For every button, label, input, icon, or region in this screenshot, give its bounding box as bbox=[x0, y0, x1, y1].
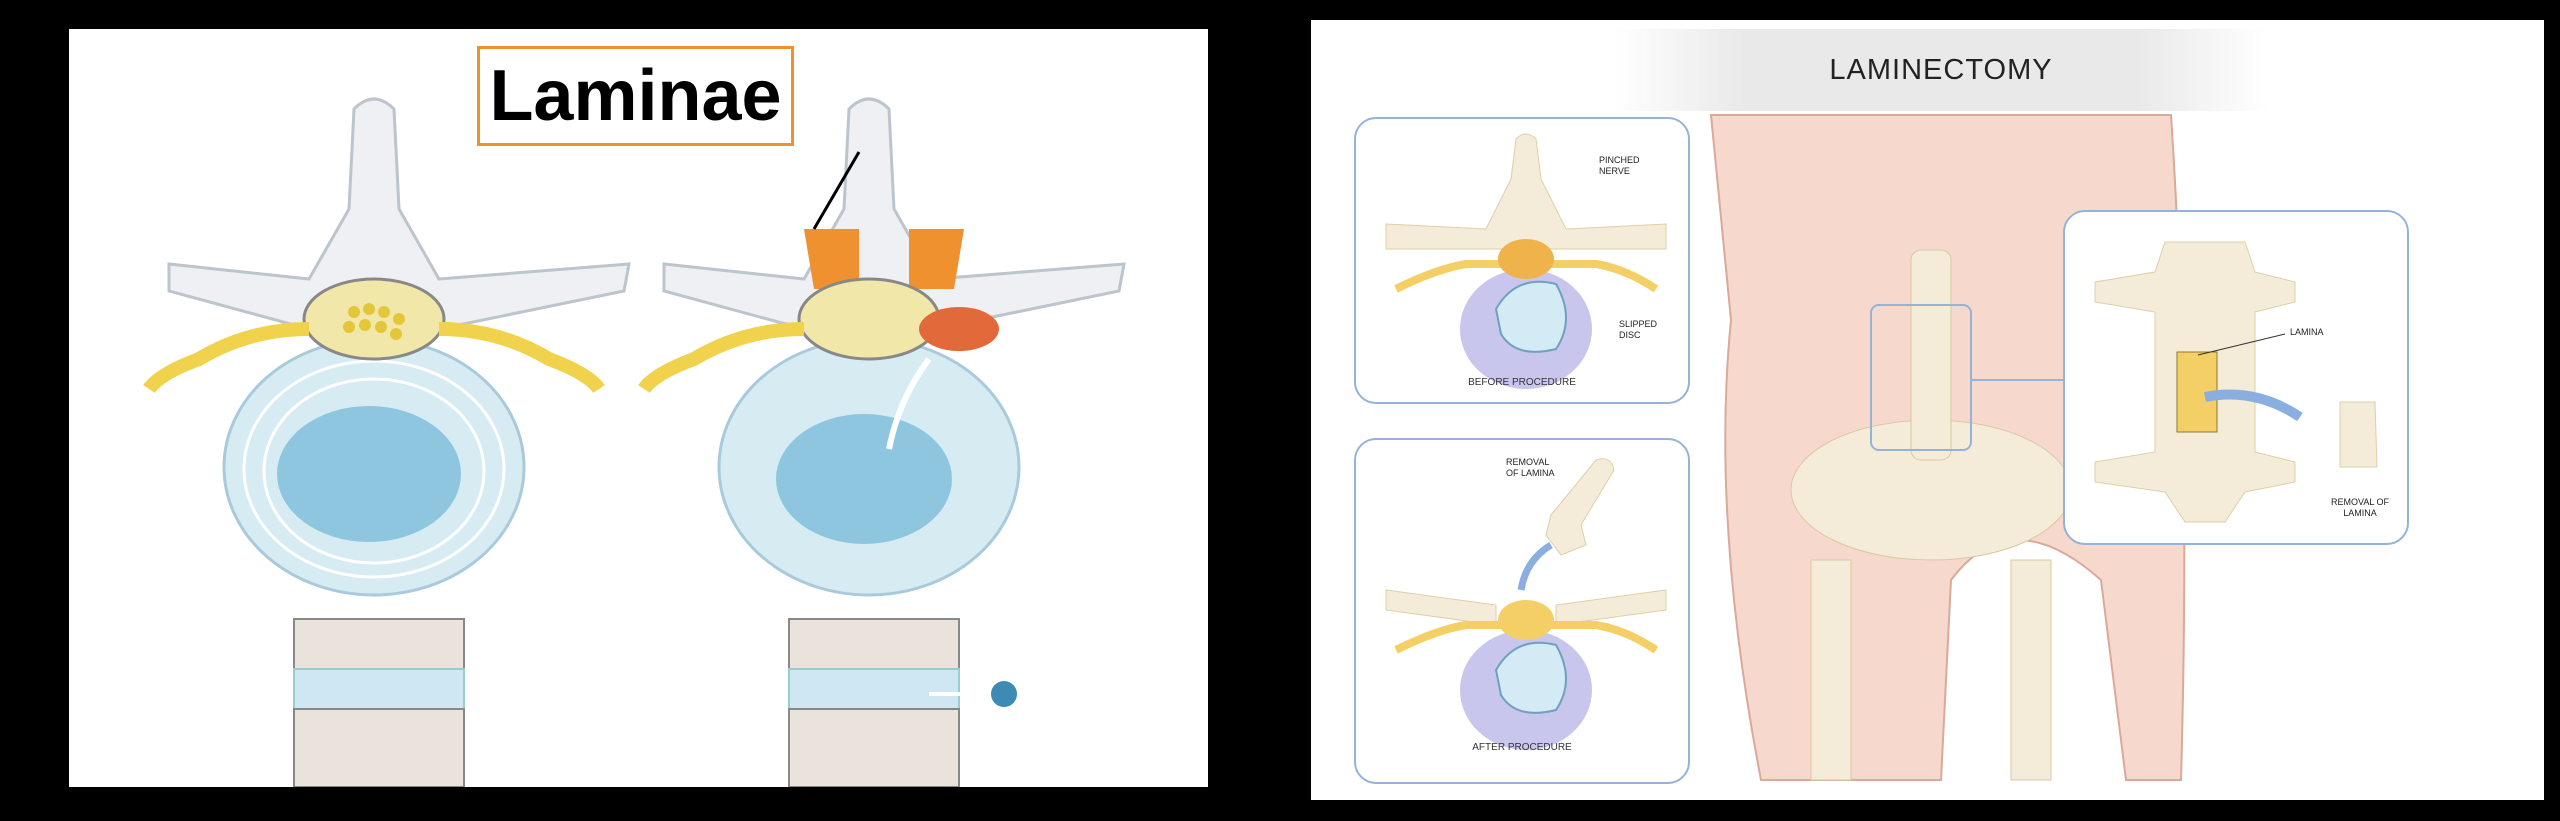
laminae-highlight bbox=[804, 229, 964, 289]
pointer-arrow bbox=[812, 151, 861, 230]
before-caption: BEFORE PROCEDURE bbox=[1468, 377, 1576, 388]
zoom-region-box bbox=[1870, 304, 1972, 451]
lamina-detail-panel: LAMINA REMOVAL OF LAMINA bbox=[2063, 210, 2409, 545]
pinched-nerve-label: PINCHED NERVE bbox=[1599, 155, 1640, 176]
before-vertebra-drawing bbox=[1385, 133, 1667, 389]
after-caption: AFTER PROCEDURE bbox=[1472, 742, 1572, 753]
lamina-label: LAMINA bbox=[2290, 327, 2324, 337]
herniated-disc-illustration: Laminae bbox=[69, 29, 1208, 787]
normal-vertebra bbox=[143, 97, 631, 787]
removed-lamina-drawing bbox=[2339, 401, 2378, 468]
herniated-vertebra bbox=[638, 97, 1126, 787]
after-vertebra-drawing bbox=[1385, 458, 1667, 750]
laminae-label: Laminae bbox=[477, 46, 794, 146]
after-procedure-panel: REMOVAL OF LAMINA AFTER PROCEDURE bbox=[1354, 438, 1690, 784]
arrow-icon bbox=[2204, 389, 2303, 422]
laminectomy-illustration: LAMINECTOMY PINCHED NERVE SLIPPED DISC B… bbox=[1311, 20, 2544, 800]
removed-lamina-drawing bbox=[1545, 458, 1615, 556]
removal-of-lamina-label: REMOVAL OF LAMINA bbox=[2330, 497, 2389, 518]
spine-detail-drawing bbox=[2094, 241, 2378, 523]
before-procedure-panel: PINCHED NERVE SLIPPED DISC BEFORE PROCED… bbox=[1354, 117, 1690, 404]
figure-title: LAMINECTOMY bbox=[1613, 29, 2269, 111]
slipped-disc-label: SLIPPED DISC bbox=[1619, 319, 1658, 340]
arrow-icon bbox=[1517, 541, 1553, 591]
removal-of-lamina-label: REMOVAL OF LAMINA bbox=[1506, 457, 1555, 478]
vertebra-drawings bbox=[143, 97, 1126, 787]
